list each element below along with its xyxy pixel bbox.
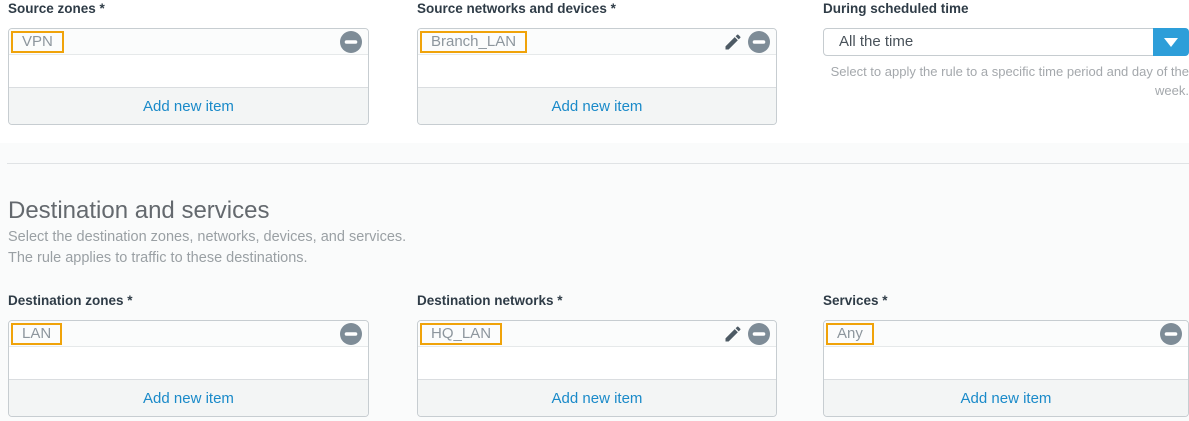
source-networks-field: Source networks and devices * Branch_LAN… xyxy=(417,1,777,125)
selected-item-chip[interactable]: Any xyxy=(826,322,874,345)
selected-item-row: HQ_LAN xyxy=(418,321,776,347)
selected-item-chip[interactable]: Branch_LAN xyxy=(420,30,528,53)
source-networks-panel: Branch_LAN Add new item xyxy=(417,28,777,125)
destination-networks-label: Destination networks * xyxy=(417,293,563,308)
schedule-help-text: Select to apply the rule to a specific t… xyxy=(830,64,1189,98)
destination-zones-field: Destination zones * LAN Add new item xyxy=(8,293,369,417)
chevron-down-icon[interactable] xyxy=(1153,28,1189,56)
item-list-body xyxy=(418,55,776,87)
add-new-item-button[interactable]: Add new item xyxy=(418,379,776,416)
row-actions xyxy=(1160,322,1182,345)
selected-item-row: Any xyxy=(824,321,1188,347)
schedule-label: During scheduled time xyxy=(823,1,969,16)
destination-zones-label: Destination zones * xyxy=(8,293,133,308)
section-description-line2: The rule applies to traffic to these des… xyxy=(8,250,308,266)
services-field: Services * Any Add new item xyxy=(823,293,1189,417)
row-actions xyxy=(723,322,770,345)
section-description-line1: Select the destination zones, networks, … xyxy=(8,229,407,245)
edit-item-icon[interactable] xyxy=(723,324,743,344)
remove-item-icon[interactable] xyxy=(340,30,362,53)
source-networks-label: Source networks and devices * xyxy=(417,1,616,16)
selected-item-chip[interactable]: LAN xyxy=(11,322,63,345)
row-actions xyxy=(723,30,770,53)
schedule-dropdown[interactable]: All the time xyxy=(823,28,1189,56)
destination-networks-panel: HQ_LAN Add new item xyxy=(417,320,777,417)
source-zones-field: Source zones * VPN Add new item xyxy=(8,1,369,125)
add-new-item-button[interactable]: Add new item xyxy=(824,379,1188,416)
schedule-field: During scheduled time All the time Selec… xyxy=(823,1,1189,100)
edit-item-icon[interactable] xyxy=(723,32,743,52)
remove-item-icon[interactable] xyxy=(340,322,362,345)
add-new-item-button[interactable]: Add new item xyxy=(9,87,368,124)
item-list-body xyxy=(824,347,1188,379)
item-list-body xyxy=(9,55,368,87)
row-actions xyxy=(340,322,362,345)
services-panel: Any Add new item xyxy=(823,320,1189,417)
selected-item-row: VPN xyxy=(9,29,368,55)
destination-zones-panel: LAN Add new item xyxy=(8,320,369,417)
selected-item-row: Branch_LAN xyxy=(418,29,776,55)
source-zones-panel: VPN Add new item xyxy=(8,28,369,125)
item-list-body xyxy=(418,347,776,379)
add-new-item-button[interactable]: Add new item xyxy=(9,379,368,416)
remove-item-icon[interactable] xyxy=(748,322,770,345)
remove-item-icon[interactable] xyxy=(748,30,770,53)
selected-item-chip[interactable]: VPN xyxy=(11,30,64,53)
destination-networks-field: Destination networks * HQ_LAN Add new it… xyxy=(417,293,777,417)
services-label: Services * xyxy=(823,293,888,308)
section-title: Destination and services xyxy=(8,197,270,224)
source-zones-label: Source zones * xyxy=(8,1,105,16)
selected-item-chip[interactable]: HQ_LAN xyxy=(420,322,503,345)
selected-item-row: LAN xyxy=(9,321,368,347)
item-list-body xyxy=(9,347,368,379)
section-divider xyxy=(7,163,1189,164)
add-new-item-button[interactable]: Add new item xyxy=(418,87,776,124)
remove-item-icon[interactable] xyxy=(1160,322,1182,345)
schedule-selected-value: All the time xyxy=(839,33,914,50)
row-actions xyxy=(340,30,362,53)
